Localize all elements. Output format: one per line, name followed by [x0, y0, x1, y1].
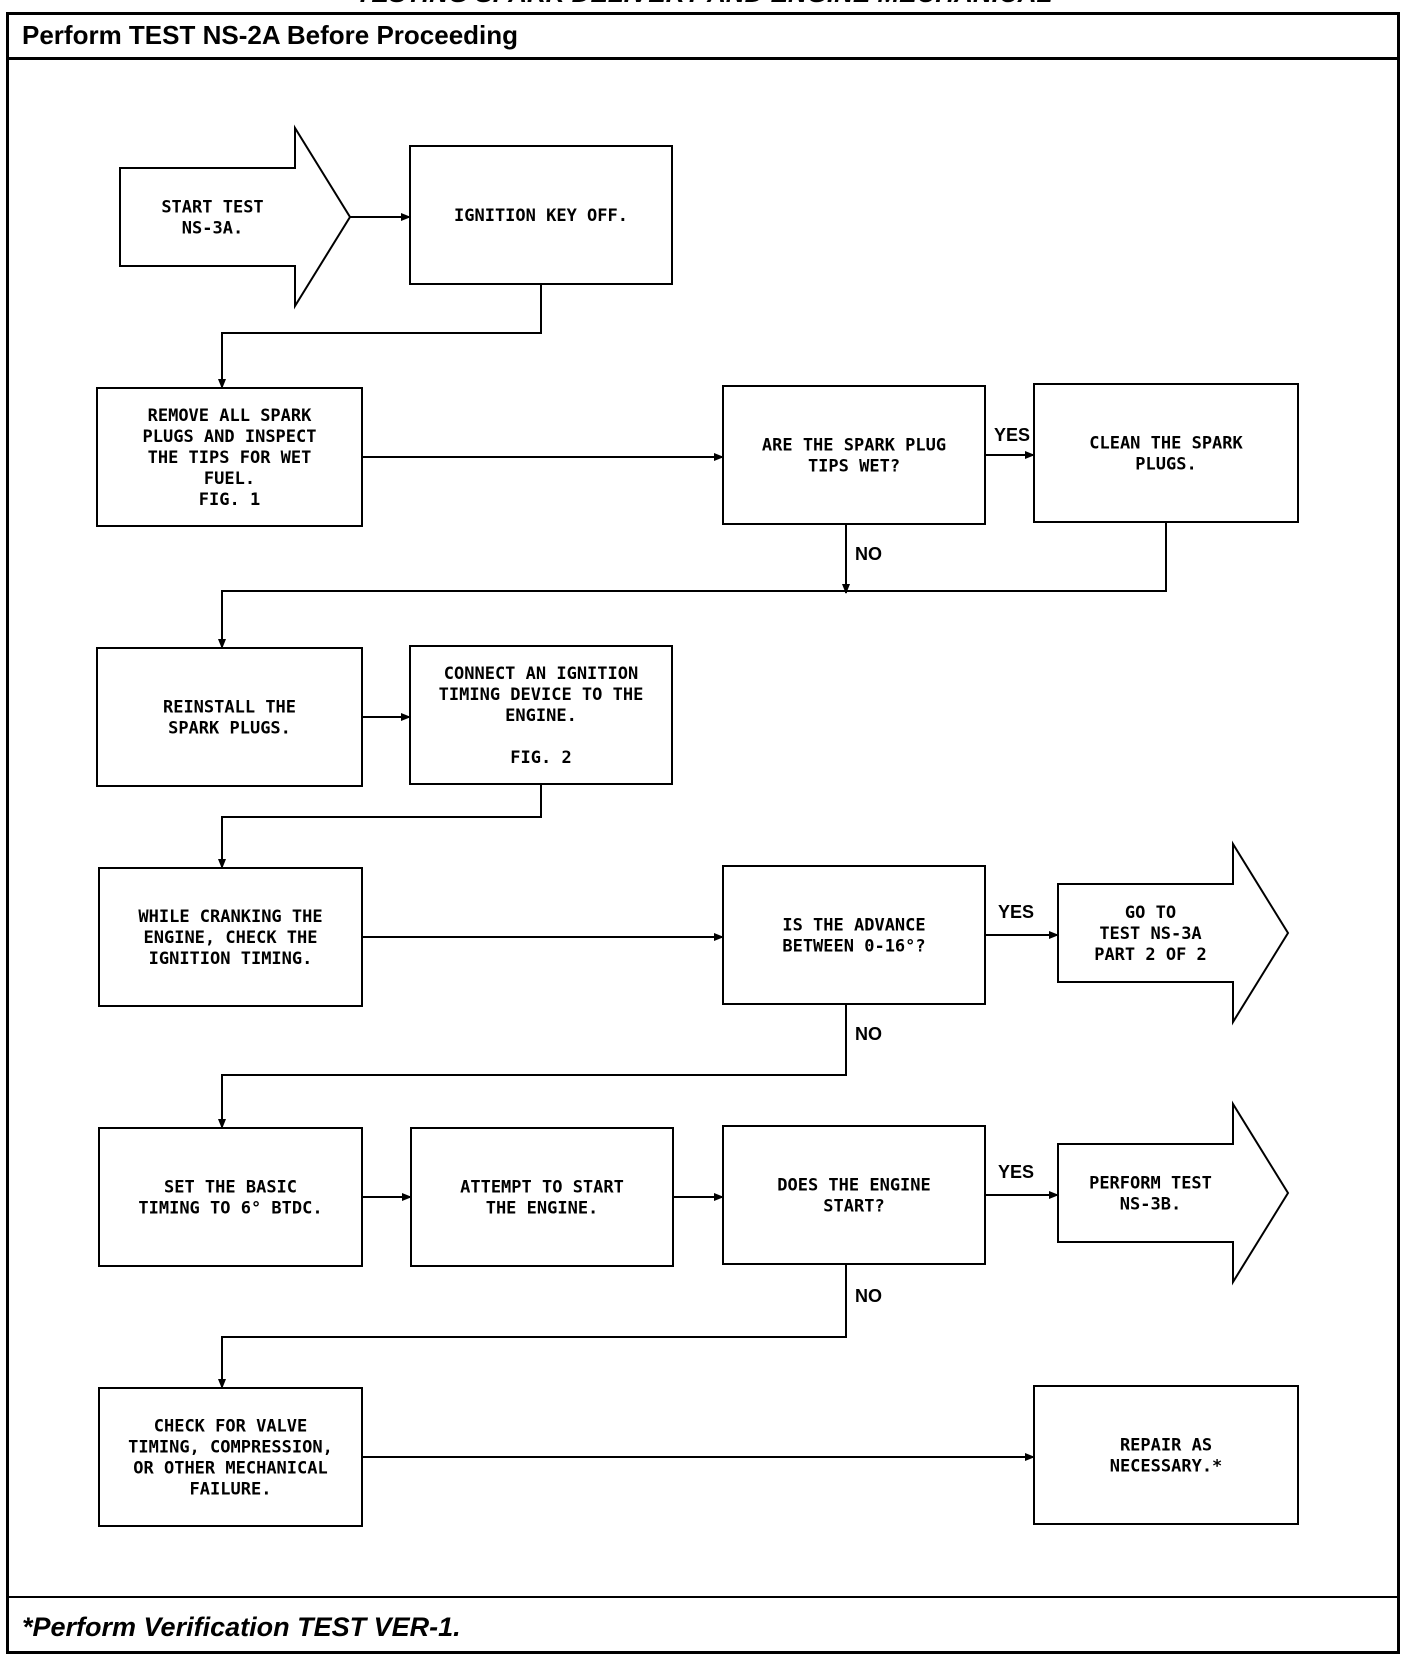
node-text-line: GO TO — [1125, 903, 1176, 923]
header-bar: Perform TEST NS-2A Before Proceeding — [6, 12, 1400, 60]
node-text-line: TIMING DEVICE TO THE — [439, 685, 644, 705]
node-text-line: PLUGS AND INSPECT — [143, 427, 317, 447]
node-text-line: CLEAN THE SPARK — [1089, 434, 1243, 454]
node-text-line: ARE THE SPARK PLUG — [762, 436, 946, 456]
node-text-line: CHECK FOR VALVE — [154, 1417, 308, 1437]
node-text-line: PERFORM TEST — [1089, 1174, 1212, 1194]
node-text-line: DOES THE ENGINE — [777, 1176, 931, 1196]
node-text-line: NECESSARY.* — [1110, 1457, 1223, 1477]
box-shape — [409, 645, 673, 785]
connector-line — [218, 1264, 847, 1389]
node-text-line: NS-3B. — [1120, 1195, 1181, 1215]
box-shape — [409, 145, 673, 285]
box-shape — [98, 1127, 363, 1267]
node-text-line: REMOVE ALL SPARK — [148, 406, 313, 426]
node-text-line: THE ENGINE. — [486, 1199, 599, 1219]
edge-label-tips-no: NO — [855, 544, 882, 564]
edge-label-start-no: NO — [855, 1286, 882, 1306]
edge-label-tips-yes: YES — [994, 425, 1030, 445]
box-shape — [1033, 383, 1299, 523]
node-text-line: FIG. 2 — [510, 748, 571, 768]
node-text-line: FUEL. — [204, 469, 255, 489]
node-text-line: TEST NS-3A — [1099, 924, 1201, 944]
edge-label-start-yes: YES — [998, 1162, 1034, 1182]
page-title: TESTING SPARK DELIVERY AND ENGINE MECHAN… — [0, 0, 1408, 8]
connector-line — [218, 284, 542, 389]
box-shape — [98, 1387, 363, 1527]
node-text-line: REPAIR AS — [1120, 1436, 1212, 1456]
page-frame — [6, 12, 1400, 1654]
node-text-line: TIMING, COMPRESSION, — [128, 1438, 333, 1458]
node-text-line: SET THE BASIC — [164, 1178, 297, 1198]
node-text-line: IS THE ADVANCE — [782, 916, 925, 936]
arrow-shape — [119, 124, 352, 310]
flowchart-connectors — [218, 213, 1167, 1461]
node-text-line: WHILE CRANKING THE — [138, 907, 322, 927]
node-text-line: PLUGS. — [1135, 455, 1196, 475]
flowchart-edge-labels: YES NO YES NO YES NO — [855, 425, 1034, 1306]
footer-bar: *Perform Verification TEST VER-1. — [6, 1596, 1400, 1654]
node-text-line: BETWEEN 0-16°? — [782, 937, 925, 957]
node-text-line: ENGINE. — [505, 706, 577, 726]
box-shape — [96, 647, 363, 787]
arrow-shape — [1057, 840, 1290, 1026]
box-shape — [1033, 1385, 1299, 1525]
node-text-line: TIMING TO 6° BTDC. — [138, 1199, 322, 1219]
node-text-line: OR OTHER MECHANICAL — [133, 1459, 327, 1479]
connector-line — [218, 522, 1167, 649]
box-shape — [98, 867, 363, 1007]
box-shape — [96, 387, 363, 527]
node-text-line: TIPS WET? — [808, 457, 900, 477]
node-text-line: IGNITION TIMING. — [149, 949, 313, 969]
edge-label-advance-yes: YES — [998, 902, 1034, 922]
connector-line — [218, 1004, 847, 1129]
node-text-line: IGNITION KEY OFF. — [454, 206, 628, 226]
node-text-line: ENGINE, CHECK THE — [144, 928, 318, 948]
node-text-line: SPARK PLUGS. — [168, 719, 291, 739]
node-text-line: START? — [823, 1197, 884, 1217]
arrow-shape — [1057, 1100, 1290, 1286]
edge-label-advance-no: NO — [855, 1024, 882, 1044]
node-text-line: PART 2 OF 2 — [1094, 945, 1207, 965]
node-text-line: NS-3A. — [182, 219, 243, 239]
node-text-line: THE TIPS FOR WET — [148, 448, 312, 468]
node-text-line: FAILURE. — [190, 1480, 272, 1500]
node-text-line: FIG. 1 — [199, 490, 260, 510]
node-text-line: CONNECT AN IGNITION — [444, 664, 638, 684]
node-text-line: ATTEMPT TO START — [460, 1178, 624, 1198]
node-ign-off: IGNITION KEY OFF. — [409, 145, 673, 285]
node-text-line: START TEST — [161, 198, 263, 218]
node-text-line: REINSTALL THE — [163, 698, 296, 718]
connector-line — [218, 784, 542, 869]
